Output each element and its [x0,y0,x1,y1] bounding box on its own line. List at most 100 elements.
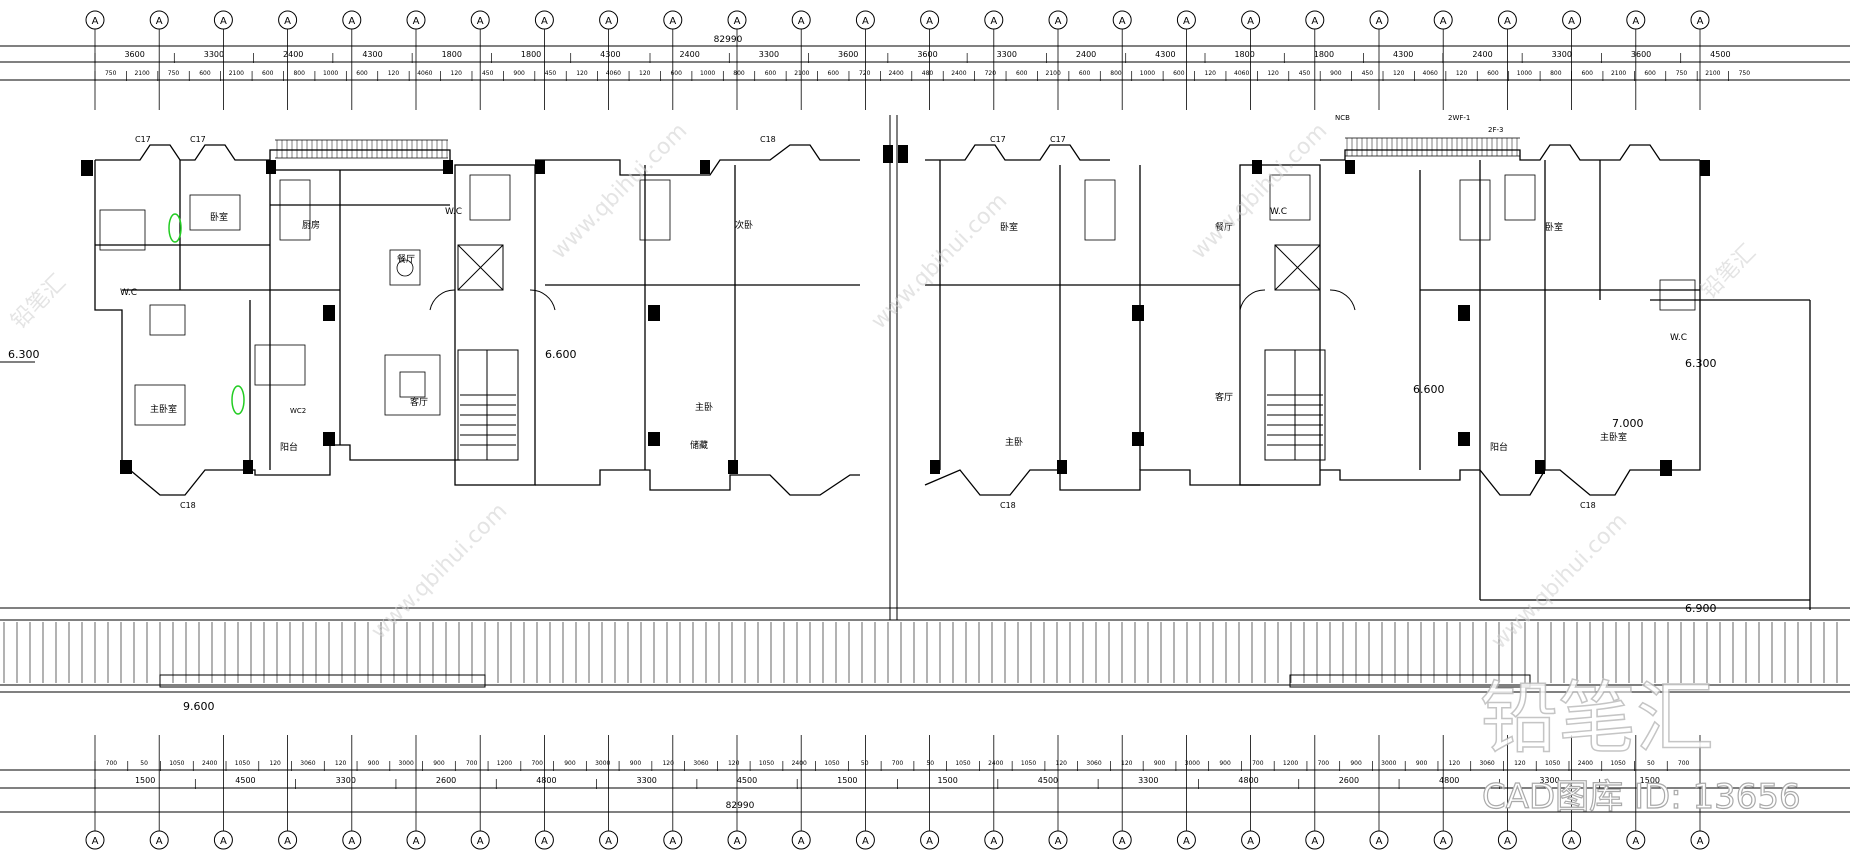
axis-label: A [862,16,869,27]
dimension-value: 600 [1173,70,1185,77]
dimension-value: 900 [1330,70,1342,77]
axis-bubble: A [920,735,940,850]
dimension-value: 700 [1678,760,1690,767]
dimension-value: 750 [105,70,117,77]
axis-label: A [1632,16,1639,27]
axis-label: A [990,836,997,847]
dimension-value: 120 [1205,70,1217,77]
svg-text:客厅: 客厅 [410,396,428,408]
dimension-value: 1000 [700,70,715,77]
axis-bubble: A [1562,735,1582,850]
svg-text:阳台: 阳台 [280,441,298,453]
svg-text:6.300: 6.300 [1685,357,1717,370]
axis-bubble: A [1562,10,1582,110]
dimension-value: 4060 [606,70,621,77]
axis-bubble: A [791,10,811,110]
axis-bubble: A [1497,10,1517,110]
dimension-value: 700 [106,760,118,767]
axis-bubble: A [1112,10,1132,110]
axis-label: A [1568,16,1575,27]
axis-label: A [220,16,227,27]
svg-text:C17: C17 [990,135,1006,144]
dimension-value: 4800 [1238,776,1258,785]
svg-text:C18: C18 [180,501,196,510]
axis-bubble: A [406,10,426,110]
dimension-value: 3060 [300,760,315,767]
dimension-value: 2100 [794,70,809,77]
axis-bubble: A [984,735,1004,850]
axis-label: A [284,836,291,847]
dimension-value: 50 [140,760,148,767]
dimension-value: 900 [1350,760,1362,767]
axis-bubble: A [342,735,362,850]
axis-label: A [669,836,676,847]
axis-bubble: A [984,10,1004,110]
axis-bubble: A [791,735,811,850]
dimension-value: 2400 [1578,760,1593,767]
axis-bubble: A [1305,735,1325,850]
axis-bubble: A [1241,10,1261,110]
dimension-value: 120 [639,70,651,77]
cad-id-watermark: CAD图库 ID: 13656 [1482,777,1801,817]
dimension-value: 900 [630,760,642,767]
svg-text:主卧: 主卧 [1005,436,1023,448]
dimension-value: 3000 [1381,760,1396,767]
dimension-value: 2400 [888,70,903,77]
axis-label: A [1504,16,1511,27]
room-labels: 餐厅 客厅 卧室 主卧室 阳台 厨房 W.C W.C W.C W.C 次卧 主卧… [120,207,1687,453]
dimension-value: 1000 [323,70,338,77]
svg-text:主卧室: 主卧室 [150,403,177,415]
svg-text:C17: C17 [135,135,151,144]
svg-text:餐厅: 餐厅 [397,253,415,265]
axis-bubble: A [534,735,554,850]
svg-text:6.300: 6.300 [8,348,40,361]
dimension-value: 1800 [1314,50,1334,59]
dimension-value: 700 [892,760,904,767]
axis-label: A [477,16,484,27]
axis-bubble: A [278,10,298,110]
dimension-value: 50 [861,760,869,767]
axis-bubble: A [213,10,233,110]
dimension-value: 120 [662,760,674,767]
axis-bubble: A [1626,10,1646,110]
axis-bubble: A [1112,735,1132,850]
dimension-value: 900 [513,70,525,77]
axis-label: A [413,16,420,27]
dimension-value: 120 [1393,70,1405,77]
dimension-value: 4500 [1038,776,1058,785]
axis-bubble: A [727,735,747,850]
axis-label: A [1376,16,1383,27]
dimension-value: 700 [531,760,543,767]
dimension-value: 3600 [917,50,937,59]
dimension-value: 1050 [1021,760,1036,767]
dimension-value: 2400 [1076,50,1096,59]
dimension-value: 120 [1449,760,1461,767]
dimension-value: 450 [482,70,494,77]
dimension-value: 600 [356,70,368,77]
axis-bubble: A [149,10,169,110]
dimension-value: 600 [1644,70,1656,77]
axis-label: A [862,836,869,847]
axis-label: A [1311,836,1318,847]
dimension-value: 900 [433,760,445,767]
svg-text:储藏: 储藏 [690,439,708,451]
dimension-value: 2400 [951,70,966,77]
dimension-value: 4800 [536,776,556,785]
dimension-value: 120 [1514,760,1526,767]
axis-bubble: A [342,10,362,110]
axis-label: A [477,836,484,847]
axis-label: A [605,16,612,27]
axis-bubble: A [1497,735,1517,850]
axis-label: A [605,836,612,847]
svg-text:C18: C18 [1580,501,1596,510]
dimension-value: 3000 [1185,760,1200,767]
svg-text:阳台: 阳台 [1490,441,1508,453]
svg-text:C17: C17 [190,135,206,144]
dimension-value: 3300 [1138,776,1158,785]
dimension-value: 600 [1016,70,1028,77]
dimension-value: 900 [564,760,576,767]
